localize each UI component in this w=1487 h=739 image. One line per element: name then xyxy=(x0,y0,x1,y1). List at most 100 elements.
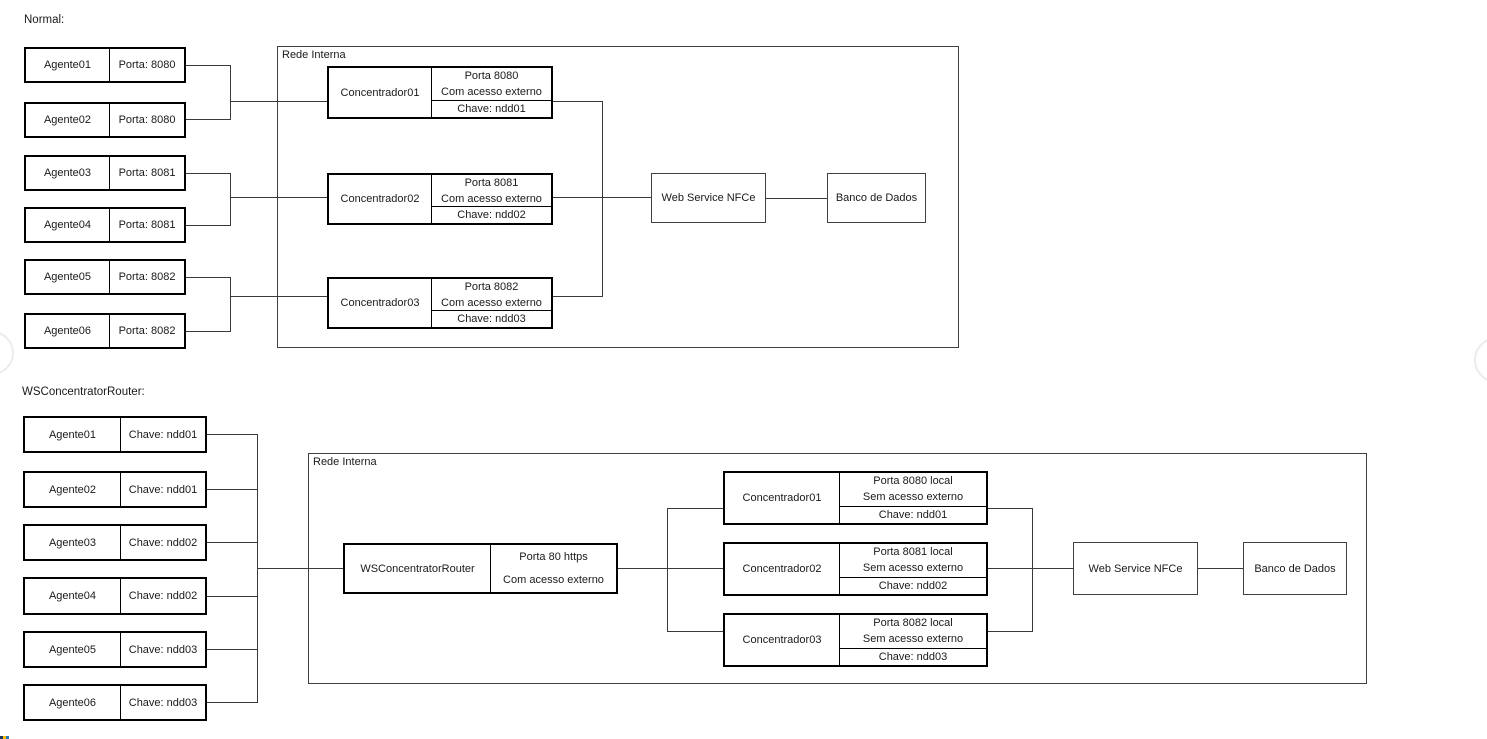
connector-line xyxy=(1032,508,1033,632)
section-label-wsconcentratorrouter: WSConcentratorRouter: xyxy=(22,386,145,398)
agent-name: Agente05 xyxy=(25,633,121,666)
webservice-node: Web Service NFCe xyxy=(1073,542,1198,595)
router-node: WSConcentratorRouter Porta 80 https Com … xyxy=(343,543,618,594)
agent-node: Agente02 Porta: 8080 xyxy=(24,102,186,138)
agent-info: Chave: ndd02 xyxy=(128,536,198,549)
concentrator-key: Chave: ndd02 xyxy=(840,576,986,594)
agent-node: Agente02 Chave: ndd01 xyxy=(23,471,207,508)
router-name: WSConcentratorRouter xyxy=(345,545,491,592)
concentrator-node: Concentrador03 Porta 8082 local Sem aces… xyxy=(723,613,988,667)
concentrator-port: Porta 8082 local xyxy=(873,617,953,630)
agent-info: Porta: 8080 xyxy=(118,114,176,126)
connector-line xyxy=(553,296,603,297)
agent-info: Porta: 8080 xyxy=(118,59,176,71)
connector-line xyxy=(1198,568,1243,569)
connector-line xyxy=(988,508,1032,509)
database-node: Banco de Dados xyxy=(1243,542,1347,595)
agent-name: Agente05 xyxy=(26,261,110,293)
concentrator-port: Porta 8082 xyxy=(464,280,519,293)
concentrator-access: Sem acesso externo xyxy=(862,562,964,575)
section-label-normal: Normal: xyxy=(24,14,65,26)
connector-line xyxy=(988,631,1032,632)
connector-line xyxy=(207,596,257,597)
concentrator-node: Concentrador01 Porta 8080 local Sem aces… xyxy=(723,471,988,525)
concentrator-node: Concentrador02 Porta 8081 Com acesso ext… xyxy=(327,173,553,225)
concentrator-port: Porta 8080 local xyxy=(873,475,953,488)
connector-line xyxy=(766,198,827,199)
connector-line xyxy=(186,277,230,278)
corner-chip xyxy=(6,736,9,739)
connector-line xyxy=(667,631,723,632)
connector-line xyxy=(230,197,327,198)
connector-line xyxy=(230,277,231,332)
connector-line xyxy=(667,508,668,632)
agent-node: Agente01 Porta: 8080 xyxy=(24,47,186,83)
agent-info: Porta: 8082 xyxy=(118,271,176,283)
connector-line xyxy=(186,173,230,174)
agent-node: Agente03 Chave: ndd02 xyxy=(23,524,207,561)
agent-node: Agente05 Porta: 8082 xyxy=(24,259,186,295)
agent-name: Agente04 xyxy=(25,579,121,613)
right-edge-arc xyxy=(1474,337,1487,383)
concentrator-port: Porta 8081 local xyxy=(873,546,953,559)
concentrator-access: Com acesso externo xyxy=(441,86,542,98)
router-access: Com acesso externo xyxy=(503,574,604,587)
concentrator-name: Concentrador02 xyxy=(725,544,840,594)
concentrator-key: Chave: ndd03 xyxy=(432,310,551,327)
connector-line xyxy=(186,65,230,66)
webservice-node: Web Service NFCe xyxy=(651,173,766,223)
agent-node: Agente05 Chave: ndd03 xyxy=(23,631,207,668)
database-node: Banco de Dados xyxy=(827,173,926,223)
connector-line xyxy=(667,508,723,509)
agent-node: Agente04 Porta: 8081 xyxy=(24,207,186,243)
connector-line xyxy=(207,649,257,650)
concentrator-name: Concentrador02 xyxy=(329,175,432,223)
connector-line xyxy=(186,119,230,120)
agent-name: Agente01 xyxy=(25,418,121,451)
concentrator-access: Sem acesso externo xyxy=(862,633,964,646)
agent-node: Agente01 Chave: ndd01 xyxy=(23,416,207,453)
concentrator-name: Concentrador01 xyxy=(329,68,432,117)
agent-name: Agente01 xyxy=(26,49,110,81)
agent-node: Agente06 Porta: 8082 xyxy=(24,313,186,349)
agent-info: Porta: 8081 xyxy=(118,167,176,179)
concentrator-key: Chave: ndd01 xyxy=(432,100,551,117)
agent-name: Agente03 xyxy=(25,526,121,559)
connector-line xyxy=(257,568,343,569)
concentrator-port: Porta 8080 xyxy=(464,70,519,82)
internal-network-label: Rede Interna xyxy=(282,49,346,61)
internal-network-label: Rede Interna xyxy=(313,456,377,468)
connector-line xyxy=(207,702,257,703)
connector-line xyxy=(553,101,603,102)
agent-info: Chave: ndd01 xyxy=(128,428,198,441)
concentrator-port: Porta 8081 xyxy=(464,176,519,189)
concentrator-name: Concentrador01 xyxy=(725,473,840,523)
agent-name: Agente04 xyxy=(26,209,110,241)
concentrator-node: Concentrador01 Porta 8080 Com acesso ext… xyxy=(327,66,553,119)
concentrator-key: Chave: ndd03 xyxy=(840,647,986,665)
connector-line xyxy=(553,197,651,198)
agent-info: Chave: ndd01 xyxy=(128,483,198,496)
agent-name: Agente06 xyxy=(25,686,121,719)
corner-chip xyxy=(3,736,6,739)
connector-line xyxy=(618,568,723,569)
agent-info: Porta: 8082 xyxy=(118,325,176,337)
agent-name: Agente06 xyxy=(26,315,110,347)
concentrator-node: Concentrador02 Porta 8081 local Sem aces… xyxy=(723,542,988,596)
agent-info: Chave: ndd02 xyxy=(128,590,198,602)
concentrator-key: Chave: ndd01 xyxy=(840,505,986,523)
corner-chip xyxy=(0,736,3,739)
connector-line xyxy=(230,101,327,102)
connector-line xyxy=(230,65,231,120)
concentrator-access: Sem acesso externo xyxy=(862,491,964,504)
agent-node: Agente03 Porta: 8081 xyxy=(24,155,186,191)
agent-info: Chave: ndd03 xyxy=(128,696,198,709)
connector-line xyxy=(207,542,257,543)
concentrator-access: Com acesso externo xyxy=(441,296,542,309)
concentrator-name: Concentrador03 xyxy=(329,279,432,327)
concentrator-node: Concentrador03 Porta 8082 Com acesso ext… xyxy=(327,277,553,329)
connector-line xyxy=(230,296,327,297)
connector-line xyxy=(207,434,257,435)
concentrator-key: Chave: ndd02 xyxy=(432,206,551,223)
